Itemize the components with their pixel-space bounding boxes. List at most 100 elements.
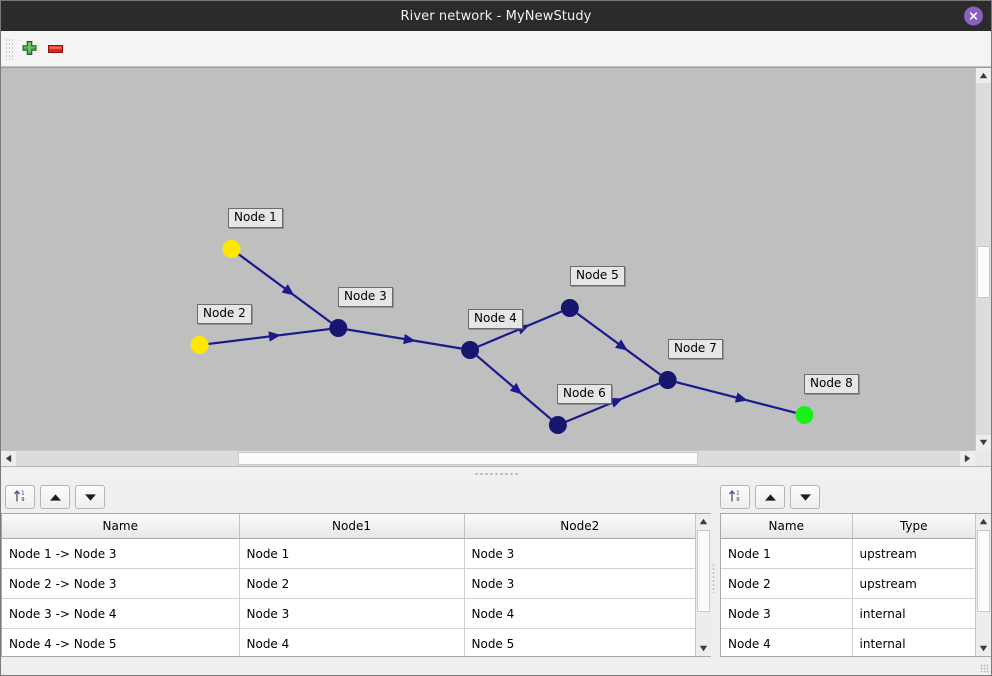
column-header-type[interactable]: Type bbox=[852, 514, 975, 539]
scroll-down-arrow-icon[interactable] bbox=[976, 435, 991, 450]
branch-panel: 1 9 bbox=[1, 481, 711, 675]
window-title: River network - MyNewStudy bbox=[400, 8, 592, 24]
graph-node-node-2[interactable] bbox=[190, 336, 209, 354]
node-move-down-button[interactable] bbox=[790, 485, 820, 509]
table-cell[interactable]: Node 1 bbox=[239, 538, 465, 569]
graph-vertical-scrollbar[interactable] bbox=[975, 68, 991, 466]
branch-table-scrollbar[interactable] bbox=[695, 514, 711, 656]
graph-edge-arrow-icon bbox=[509, 382, 523, 395]
delete-node-button[interactable] bbox=[42, 36, 68, 62]
table-cell[interactable]: Node 1 -> Node 3 bbox=[2, 538, 240, 569]
svg-text:1: 1 bbox=[21, 491, 24, 497]
table-cell[interactable]: Node 3 bbox=[464, 538, 695, 569]
graph-node-node-7[interactable] bbox=[658, 371, 677, 389]
branch-move-down-button[interactable] bbox=[75, 485, 105, 509]
panel-divider[interactable] bbox=[711, 481, 716, 675]
scroll-up-arrow-icon[interactable] bbox=[696, 514, 711, 529]
graph-edge[interactable] bbox=[676, 381, 796, 414]
graph-node-label-node-1[interactable]: Node 1 bbox=[228, 208, 283, 228]
graph-node-node-4[interactable] bbox=[461, 341, 480, 359]
table-cell[interactable]: Node 3 -> Node 4 bbox=[2, 598, 240, 629]
graph-node-label-node-5[interactable]: Node 5 bbox=[570, 266, 625, 286]
graph-hscroll-thumb[interactable] bbox=[238, 452, 698, 465]
graph-horizontal-scrollbar[interactable] bbox=[1, 450, 975, 466]
vertical-splitter[interactable] bbox=[1, 466, 991, 481]
graph-node-node-5[interactable] bbox=[560, 299, 579, 317]
scroll-up-arrow-icon[interactable] bbox=[976, 68, 991, 83]
node-table-scrollbar[interactable] bbox=[975, 514, 991, 656]
graph-node-label-node-8[interactable]: Node 8 bbox=[804, 374, 859, 394]
table-cell[interactable]: Node 3 bbox=[721, 598, 853, 629]
graph-edge-arrow-icon bbox=[403, 333, 416, 345]
toolbar-drag-handle[interactable] bbox=[5, 37, 13, 60]
column-header-node1[interactable]: Node1 bbox=[239, 514, 465, 539]
scroll-down-arrow-icon[interactable] bbox=[976, 641, 991, 656]
graph-node-label-node-6[interactable]: Node 6 bbox=[557, 384, 612, 404]
node-sort-button[interactable]: 1 9 bbox=[720, 485, 750, 509]
graph-edge[interactable] bbox=[208, 328, 330, 345]
branch-scroll-thumb[interactable] bbox=[697, 530, 710, 612]
graph-node-node-3[interactable] bbox=[329, 319, 348, 337]
table-cell[interactable]: upstream bbox=[852, 538, 975, 569]
table-cell[interactable]: Node 2 bbox=[239, 568, 465, 599]
table-cell[interactable]: Node 4 bbox=[464, 598, 695, 629]
column-header-name[interactable]: Name bbox=[721, 514, 853, 539]
branch-sort-button[interactable]: 1 9 bbox=[5, 485, 35, 509]
graph-node-node-6[interactable] bbox=[548, 416, 567, 434]
river-network-graph[interactable]: Node 1 Node 2 Node 3 Node 4 Node 5 Node 6 Node… bbox=[1, 67, 991, 466]
bottom-panels: 1 9 bbox=[1, 481, 991, 675]
table-cell[interactable]: Node 4 bbox=[239, 628, 465, 656]
table-cell[interactable]: internal bbox=[852, 628, 975, 656]
node-move-up-button[interactable] bbox=[755, 485, 785, 509]
graph-node-label-node-7[interactable]: Node 7 bbox=[668, 339, 723, 359]
graph-edge-arrow-icon bbox=[615, 339, 628, 351]
table-cell[interactable]: Node 2 bbox=[721, 568, 853, 599]
close-icon[interactable] bbox=[964, 6, 983, 26]
column-header-node2[interactable]: Node2 bbox=[464, 514, 695, 539]
table-cell[interactable]: upstream bbox=[852, 568, 975, 599]
scroll-right-arrow-icon[interactable] bbox=[960, 451, 975, 466]
scrollbar-corner bbox=[975, 450, 991, 466]
graph-node-node-8[interactable] bbox=[795, 406, 814, 424]
node-scroll-thumb[interactable] bbox=[977, 530, 990, 612]
red-minus-delete-icon bbox=[47, 43, 64, 55]
table-cell[interactable]: Node 5 bbox=[464, 628, 695, 656]
graph-node-label-node-4[interactable]: Node 4 bbox=[468, 309, 523, 329]
window-titlebar: River network - MyNewStudy bbox=[1, 1, 991, 31]
graph-node-label-node-3[interactable]: Node 3 bbox=[338, 287, 393, 307]
add-node-button[interactable] bbox=[16, 36, 42, 62]
scroll-up-arrow-icon[interactable] bbox=[976, 514, 991, 529]
graph-node-label-node-2[interactable]: Node 2 bbox=[197, 304, 252, 324]
column-header-name[interactable]: Name bbox=[2, 514, 240, 539]
table-cell[interactable]: Node 1 bbox=[721, 538, 853, 569]
graph-vscroll-thumb[interactable] bbox=[977, 246, 990, 298]
graph-canvas[interactable] bbox=[1, 68, 991, 466]
table-cell[interactable]: Node 4 -> Node 5 bbox=[2, 628, 240, 656]
scroll-down-arrow-icon[interactable] bbox=[696, 641, 711, 656]
graph-node-node-1[interactable] bbox=[222, 240, 241, 258]
branch-move-up-button[interactable] bbox=[40, 485, 70, 509]
table-cell[interactable]: Node 2 -> Node 3 bbox=[2, 568, 240, 599]
scroll-left-arrow-icon[interactable] bbox=[1, 451, 16, 466]
table-cell[interactable]: Node 3 bbox=[239, 598, 465, 629]
table-cell[interactable]: Node 4 bbox=[721, 628, 853, 656]
window-resize-grip-icon[interactable] bbox=[980, 664, 989, 673]
table-cell[interactable]: internal bbox=[852, 598, 975, 629]
table-cell[interactable]: Node 3 bbox=[464, 568, 695, 599]
